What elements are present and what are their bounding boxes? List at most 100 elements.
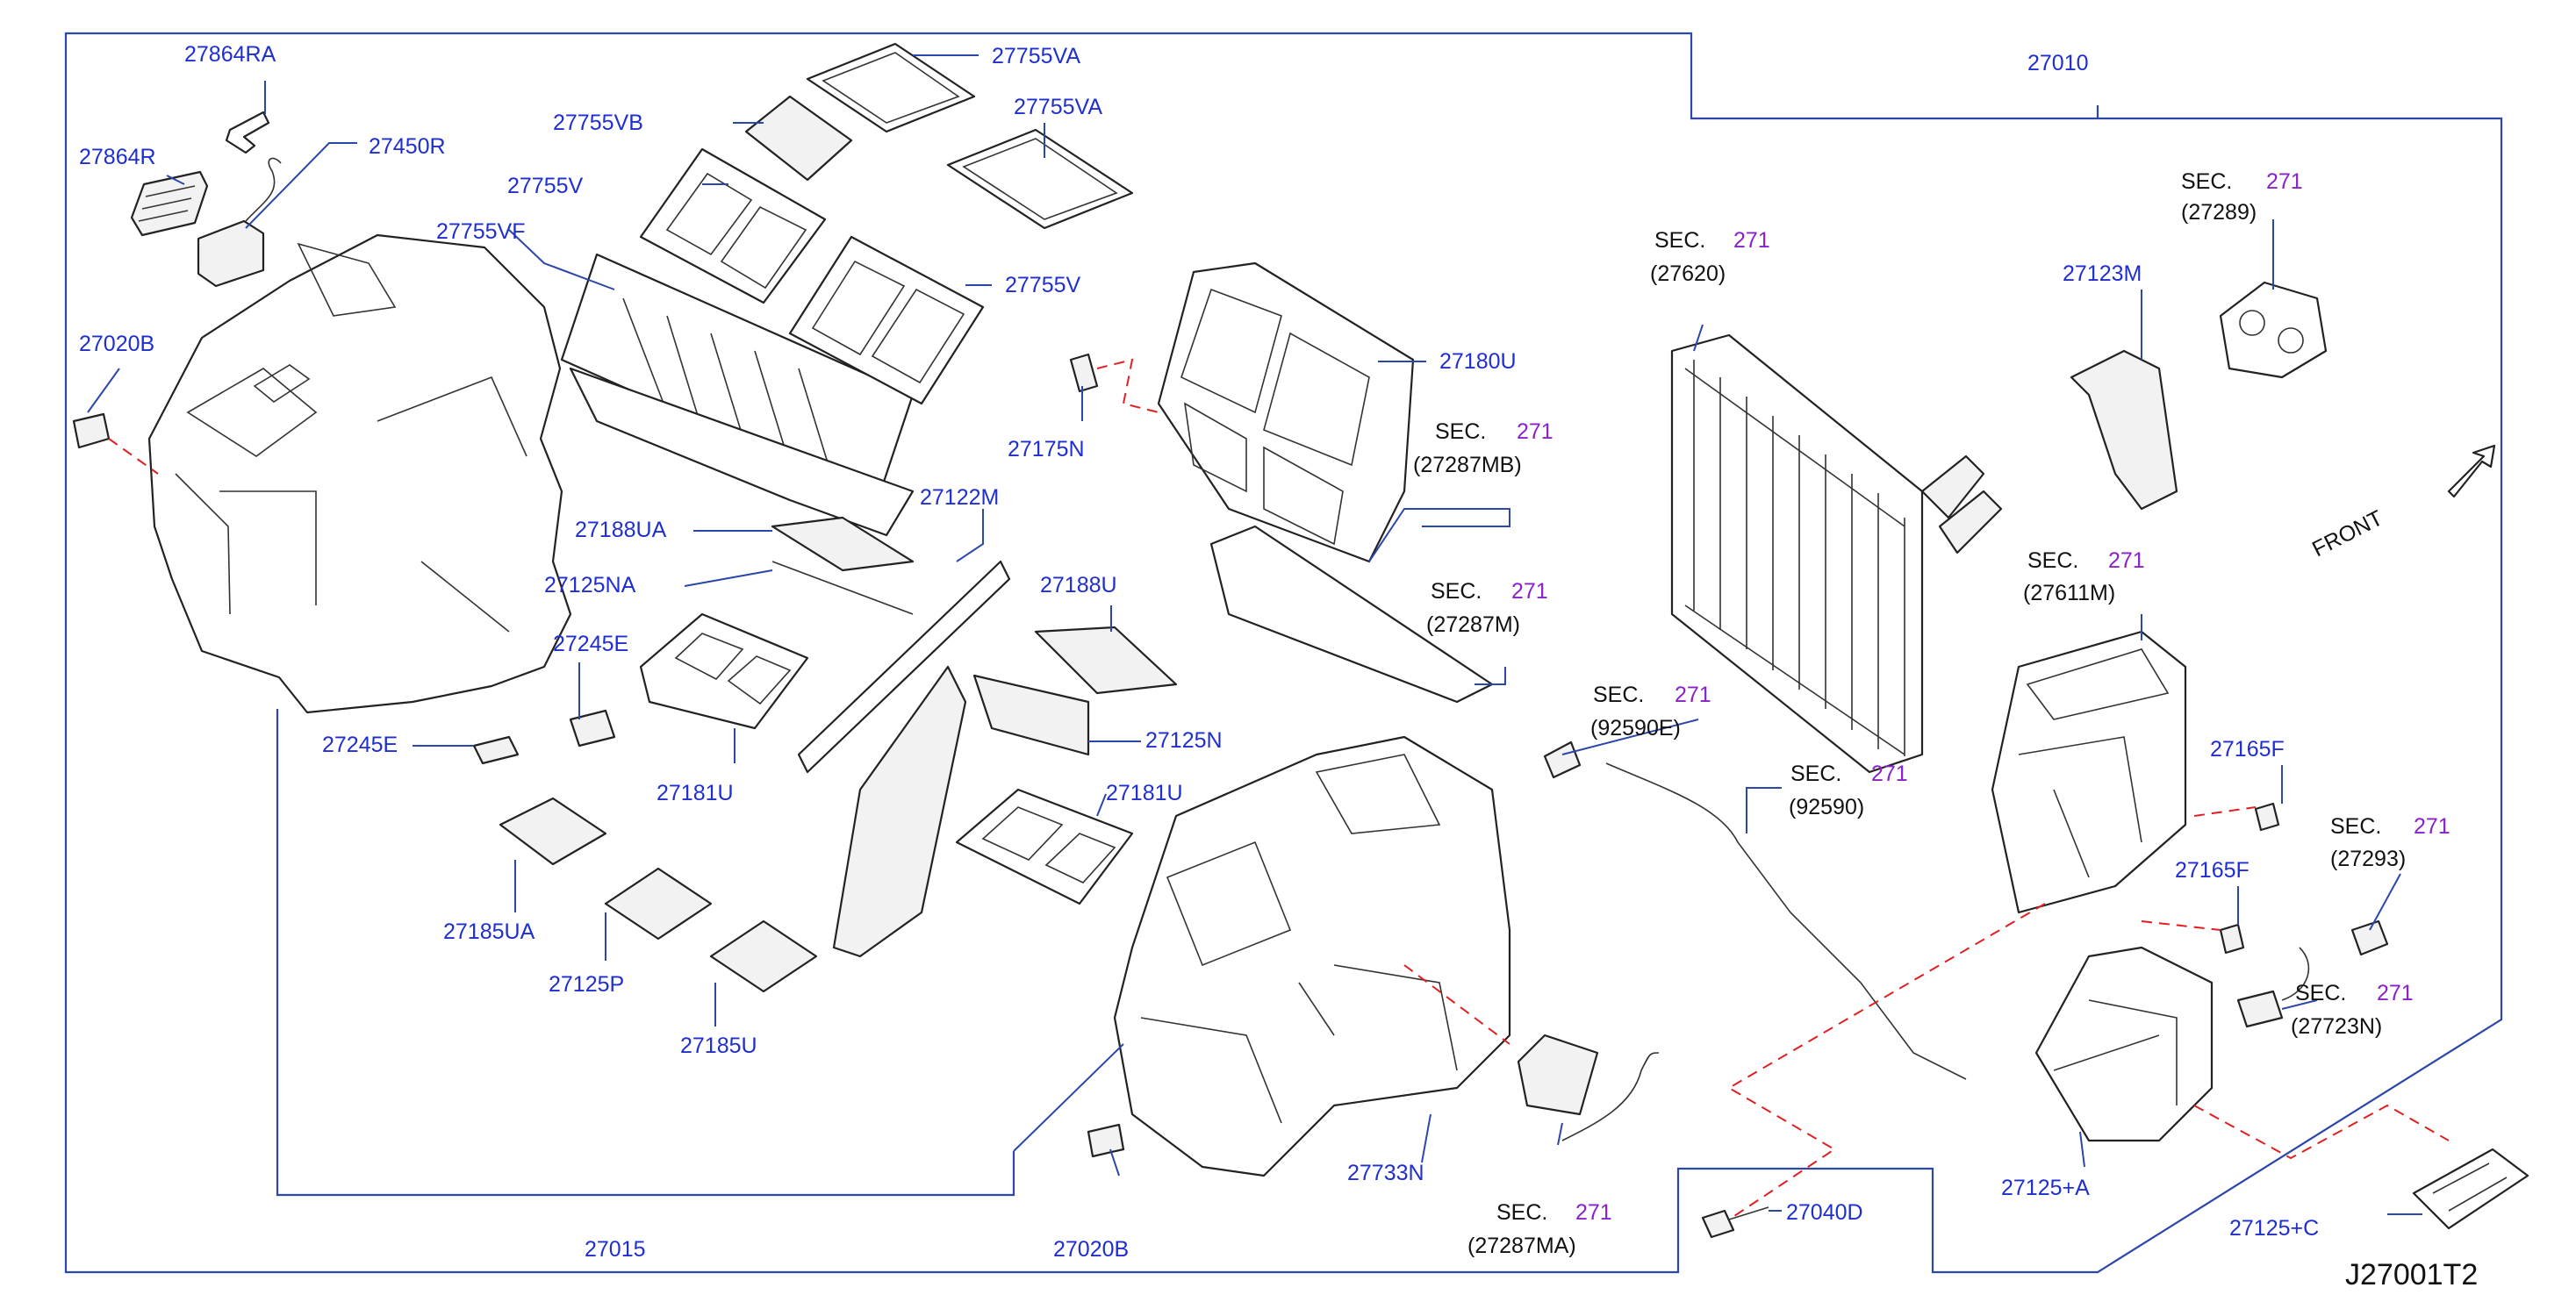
sec-prefix: SEC. bbox=[1654, 228, 1705, 253]
label-27185u: 27185U bbox=[680, 1034, 757, 1058]
part-filter-27755va-2 bbox=[946, 128, 1134, 230]
part-27020b-bottom bbox=[1087, 1123, 1125, 1158]
sec-ref-27289: SEC. 271 (27289) bbox=[2181, 169, 2303, 225]
part-27125a bbox=[2034, 946, 2214, 1142]
sec-prefix: SEC. bbox=[1431, 579, 1482, 604]
sec-part: (92590) bbox=[1789, 795, 1864, 819]
part-27185ua bbox=[499, 797, 607, 866]
part-filter-27755v-1 bbox=[639, 147, 827, 304]
part-27122m bbox=[797, 560, 1011, 774]
part-27175n bbox=[1069, 353, 1099, 393]
label-27125p: 27125P bbox=[549, 972, 624, 997]
part-filter-27755v-2 bbox=[788, 235, 985, 405]
frame-27015 bbox=[276, 709, 1015, 1197]
part-27125na bbox=[771, 561, 914, 615]
sec-ref-27611m: SEC. 271 (27611M) bbox=[2023, 548, 2145, 605]
part-27185u bbox=[709, 919, 818, 993]
sec-ref-92590: SEC. 271 (92590) bbox=[1789, 762, 1908, 819]
label-27755va-2: 27755VA bbox=[1014, 95, 1102, 119]
sec-number: 271 bbox=[1575, 1200, 1612, 1225]
label-27755v-1: 27755V bbox=[507, 174, 584, 198]
label-27020b-left: 27020B bbox=[79, 332, 154, 356]
part-27125p bbox=[604, 867, 713, 941]
part-27125n bbox=[972, 674, 1090, 756]
part-92590-pipe bbox=[1605, 762, 1967, 1080]
label-27040d: 27040D bbox=[1786, 1200, 1863, 1225]
sec-part: (27723N) bbox=[2291, 1014, 2382, 1039]
assembly-frames bbox=[64, 32, 2503, 1274]
sec-number: 271 bbox=[2108, 548, 2145, 573]
sec-part: (27289) bbox=[2181, 200, 2257, 225]
label-27188u: 27188U bbox=[1040, 573, 1117, 597]
sec-number: 271 bbox=[1871, 762, 1908, 786]
part-27180u bbox=[1157, 261, 1415, 563]
part-27188ua bbox=[771, 516, 915, 572]
part-27287ma-wire bbox=[1561, 1052, 1660, 1141]
sec-number: 271 bbox=[1733, 228, 1770, 253]
section-references: SEC. 271 (27289) SEC. 271 (27620) SEC. 2… bbox=[1413, 169, 2450, 1258]
part-27020b-left bbox=[72, 412, 111, 449]
label-27125n: 27125N bbox=[1145, 728, 1223, 753]
label-27185ua: 27185UA bbox=[443, 919, 535, 944]
part-27293 bbox=[2350, 919, 2389, 956]
sec-part: (27287MB) bbox=[1413, 453, 1522, 477]
part-filter-27755va-top bbox=[806, 42, 976, 133]
part-27289 bbox=[2219, 281, 2328, 379]
frame-27010 bbox=[64, 32, 2503, 1274]
part-92590e-clamp bbox=[1543, 740, 1582, 779]
sec-prefix: SEC. bbox=[2181, 169, 2232, 194]
label-27180u: 27180U bbox=[1439, 349, 1517, 374]
sec-ref-92590e: SEC. 271 (92590E) bbox=[1590, 683, 1711, 740]
part-27188u bbox=[1034, 626, 1178, 695]
label-27245e-2: 27245E bbox=[322, 733, 398, 757]
sec-part: (92590E) bbox=[1590, 716, 1681, 740]
part-main-case bbox=[1113, 735, 1511, 1177]
part-27165f-1 bbox=[2254, 802, 2280, 832]
sec-prefix: SEC. bbox=[1435, 419, 1486, 444]
label-27864r: 27864R bbox=[79, 145, 156, 169]
sec-prefix: SEC. bbox=[2027, 548, 2078, 573]
front-label: FRONT bbox=[2308, 505, 2386, 562]
part-27245e-1 bbox=[472, 735, 520, 765]
label-27245e-1: 27245E bbox=[553, 632, 628, 656]
label-27020b-bottom: 27020B bbox=[1053, 1237, 1129, 1262]
front-arrow-icon bbox=[2447, 444, 2496, 498]
label-27188ua: 27188UA bbox=[575, 518, 667, 542]
sec-ref-27287mb: SEC. 271 (27287MB) bbox=[1413, 419, 1553, 477]
sec-number: 271 bbox=[2377, 981, 2414, 1005]
sec-part: (27293) bbox=[2330, 847, 2406, 871]
label-27755v-2: 27755V bbox=[1005, 273, 1081, 297]
sec-ref-27723n: SEC. 271 (27723N) bbox=[2291, 981, 2414, 1039]
part-27245e-2 bbox=[569, 709, 616, 748]
label-27755va-top: 27755VA bbox=[992, 44, 1080, 68]
label-27122m: 27122M bbox=[920, 485, 999, 510]
part-27165f-2 bbox=[2219, 923, 2245, 955]
label-27864ra: 27864RA bbox=[184, 42, 276, 67]
part-duct-center bbox=[832, 665, 967, 958]
sec-ref-27287ma: SEC. 271 (27287MA) bbox=[1467, 1200, 1612, 1258]
label-27755vb: 27755VB bbox=[553, 111, 643, 135]
part-27864r bbox=[130, 170, 209, 237]
sec-ref-27620: SEC. 271 (27620) bbox=[1650, 228, 1770, 286]
sec-number: 271 bbox=[2266, 169, 2303, 194]
sec-prefix: SEC. bbox=[2330, 814, 2381, 839]
label-27123m: 27123M bbox=[2063, 261, 2142, 286]
sec-prefix: SEC. bbox=[1593, 683, 1644, 707]
label-27755vf: 27755VF bbox=[436, 219, 525, 244]
label-27450r: 27450R bbox=[369, 134, 446, 159]
part-27040d bbox=[1701, 1206, 1769, 1239]
sec-prefix: SEC. bbox=[1496, 1200, 1547, 1225]
sec-number: 271 bbox=[1511, 579, 1548, 604]
part-27611m bbox=[1991, 630, 2187, 914]
assembly-dash-lines bbox=[108, 358, 2450, 1220]
label-27125c: 27125+C bbox=[2229, 1216, 2319, 1241]
part-evaporator-27620 bbox=[1670, 333, 2003, 774]
sec-number: 271 bbox=[1517, 419, 1553, 444]
part-27181u-2 bbox=[955, 788, 1134, 905]
part-27181u-1 bbox=[639, 612, 809, 730]
sec-prefix: SEC. bbox=[2295, 981, 2346, 1005]
leader-lines bbox=[87, 54, 2422, 1215]
label-27181u-2: 27181U bbox=[1106, 781, 1183, 805]
part-filter-27755vb bbox=[744, 95, 853, 182]
label-27733n: 27733N bbox=[1347, 1161, 1424, 1185]
